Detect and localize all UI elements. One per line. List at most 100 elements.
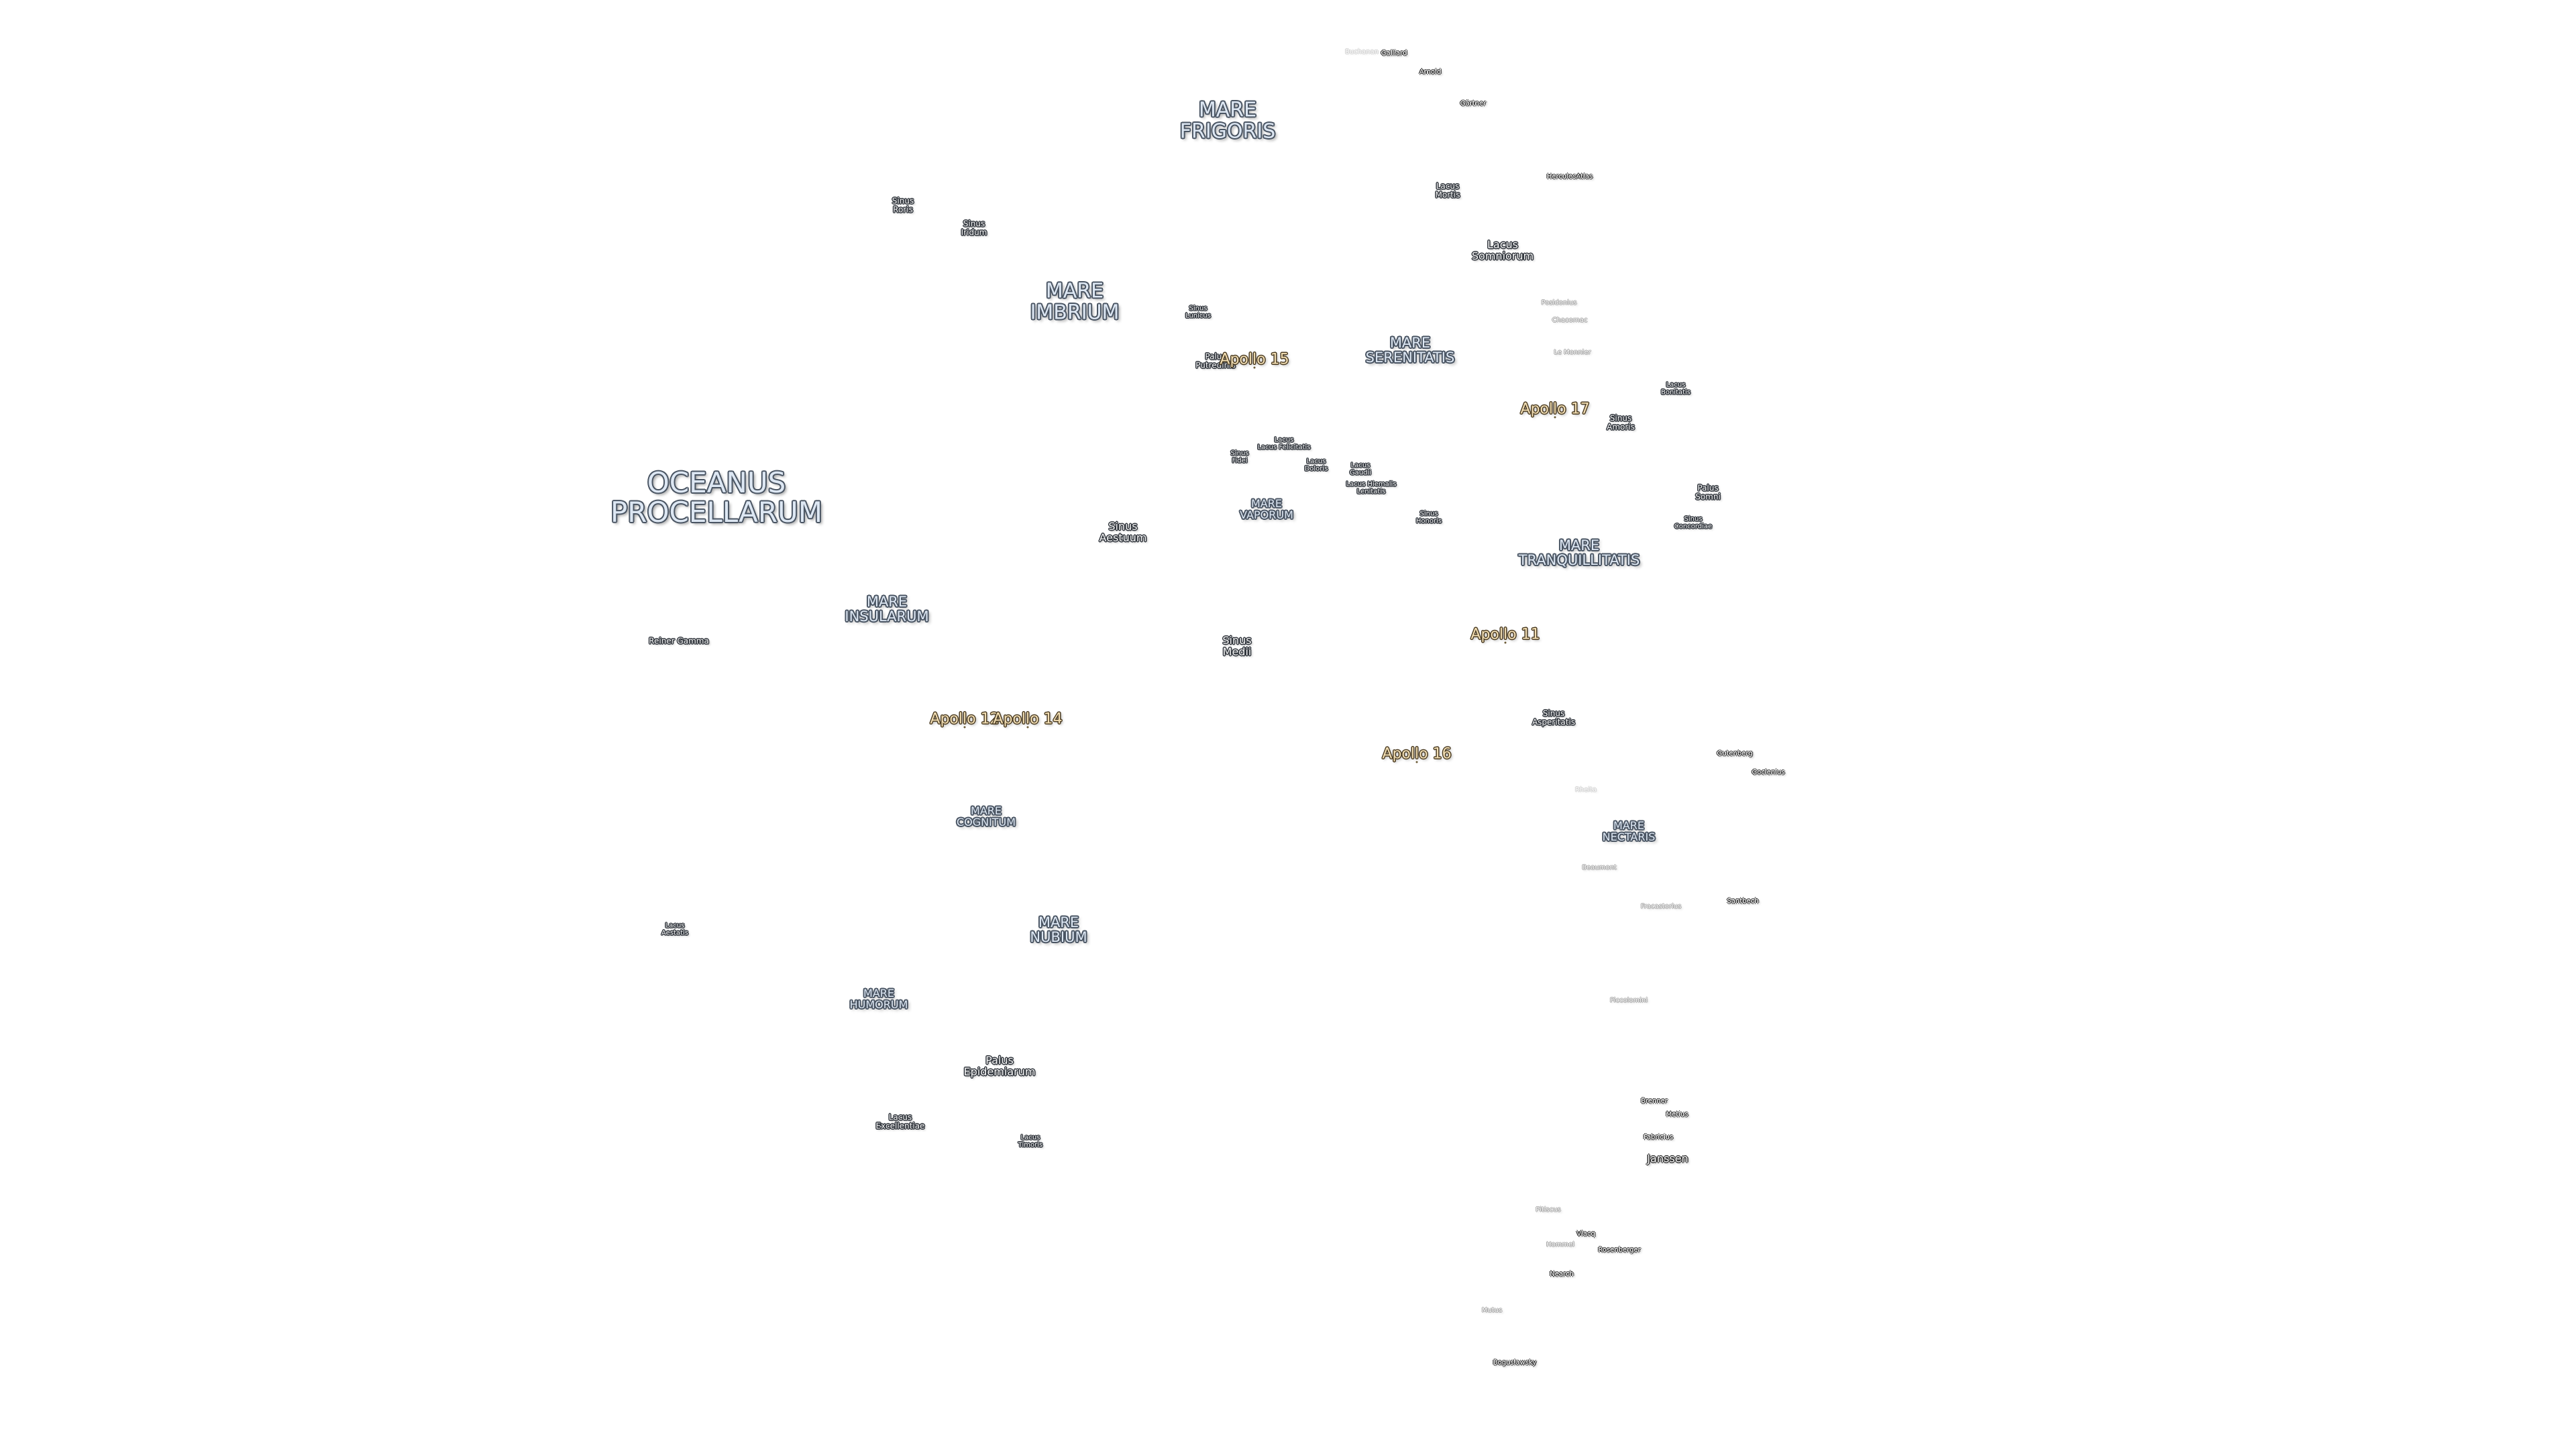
apollo-16-label[interactable]: Apollo 16 [1382,745,1452,763]
apollo-12-site-marker[interactable] [963,726,966,729]
sinus-amoris-label-line: Amoris [1607,422,1635,431]
lacus-mortis-label-line: Lacus [1436,181,1460,191]
lacus-doloris-label-line: Lacus [1306,458,1326,466]
crater-brenner-label: Brenner [1641,1097,1668,1105]
apollo-11-site-marker[interactable] [1504,641,1507,644]
mare-nubium-label-line: NUBIUM [1030,929,1087,945]
crater-fabricius-label: Fabricius [1643,1133,1674,1141]
mare-vaporum-label-line: VAPORUM [1240,508,1293,521]
crater-janssen-label: Janssen [1647,1152,1688,1165]
apollo-11-label[interactable]: Apollo 11 [1470,626,1540,643]
apollo-16-site-marker[interactable] [1415,761,1418,763]
sinus-aestuum-label-line: Aestuum [1099,531,1147,544]
crater-galliard-label: Galliard [1381,49,1407,57]
apollo-14-label[interactable]: Apollo 14 [993,710,1063,728]
apollo-12-label[interactable]: Apollo 12 [930,710,1000,728]
lacus-felicitatis-label-line: Lacus [1274,436,1294,444]
crater-le-monnier-label: Le Monnier [1554,348,1591,356]
reiner-gamma-label-line: Reiner Gamma [649,636,709,646]
sinus-asperitatis-label-line: Sinus [1542,708,1565,718]
crater-hercules-atlas-label: HerculesAtlas [1546,172,1593,180]
mare-nubium-label-line: MARE [1038,914,1079,930]
mare-imbrium-label-line: MARE [1045,279,1104,303]
sinus-amoris-label-line: Sinus [1609,413,1632,423]
apollo-14-site-marker[interactable] [1026,726,1029,729]
sinus-fidei-label-line: Sinus [1230,449,1249,458]
mare-frigoris-label-line: FRIGORIS [1179,119,1276,143]
sinus-iridum-label-line: Sinus [963,219,985,229]
oceanus-procellarum-label-line: OCEANUS [647,466,786,499]
palus-somni-label-line: Somni [1695,492,1721,501]
crater-rhita-label: Rheita [1574,786,1597,794]
lacus-timoris-label-line: Timoris [1018,1141,1043,1148]
lacus-somniorum-label-line: Lacus [1487,238,1518,252]
lacus-aestatis-label-line: Aestatis [661,929,688,936]
apollo-17-site-marker[interactable] [1554,416,1556,419]
crater-nearch-label: Nearch [1550,1270,1574,1278]
crater-pitiscus-label: Pitiscus [1536,1205,1561,1214]
lacus-gaudii-label-line: Lacus [1350,462,1371,470]
mare-vaporum-label-line: MARE [1251,497,1282,511]
crater-chacornac-label: Chacornac [1552,316,1588,324]
apollo-15-label[interactable]: Apollo 15 [1220,351,1289,368]
sinus-concordiae-label-line: Concordiae [1674,523,1713,530]
sinus-asperitatis-label-line: Asperitatis [1532,717,1576,727]
lacus-lenitatis-label-line: Lenitatis [1356,488,1386,495]
lacus-excellentiae-label-line: Lacus [888,1112,912,1122]
crater-piccolomini-label: Piccolomini [1609,996,1648,1004]
mare-frigoris-label-line: MARE [1198,98,1257,122]
palus-putredinis-label-line: Putredinis [1195,360,1236,370]
mare-insularum-label-line: INSULARUM [845,608,929,625]
mare-serenitatis-label-line: MARE [1389,334,1431,351]
crater-boguslawsky-label: Boguslawsky [1493,1358,1537,1366]
crater-santbech-label: Santbech [1727,897,1759,905]
crater-hommel-label: Hommel [1546,1240,1575,1248]
crater-gutenberg-label: Gutenberg [1717,749,1753,757]
lacus-timoris-label-line: Lacus [1020,1134,1040,1142]
mare-nectaris-label-line: MARE [1613,819,1644,833]
lacus-mortis-label-line: Mortis [1435,190,1460,199]
sinus-aestuum-label-line: Sinus [1108,520,1138,533]
crater-metius-label: Metius [1666,1110,1688,1118]
mare-tranquillitatis-label-line: MARE [1558,537,1600,553]
lacus-felicitatis-label-line: Lacus Felicitatis [1257,443,1311,451]
mare-serenitatis-label-line: SERENITATIS [1365,350,1455,366]
lacus-aestatis-label-line: Lacus [665,922,685,930]
mare-insularum-label-line: MARE [866,593,908,610]
apollo-15-site-marker[interactable] [1253,366,1256,369]
lacus-bonitatis-label-line: Bonitatis [1660,388,1691,396]
sinus-medii-label-line: Medii [1222,645,1252,658]
lacus-somniorum-label-line: Somniorum [1471,250,1534,262]
sinus-concordiae-label-line: Sinus [1684,515,1703,523]
mare-tranquillitatis-label-line: TRANQUILLITATIS [1518,552,1640,568]
apollo-17-label[interactable]: Apollo 17 [1520,400,1590,418]
lacus-bonitatis-label-line: Lacus [1666,381,1686,389]
reiner-gamma-label: Reiner Gamma [649,637,709,646]
sinus-honoris-label-line: Sinus [1419,510,1438,518]
palus-somni-label-line: Palus [1697,483,1719,493]
sinus-honoris-label-line: Honoris [1415,517,1442,525]
